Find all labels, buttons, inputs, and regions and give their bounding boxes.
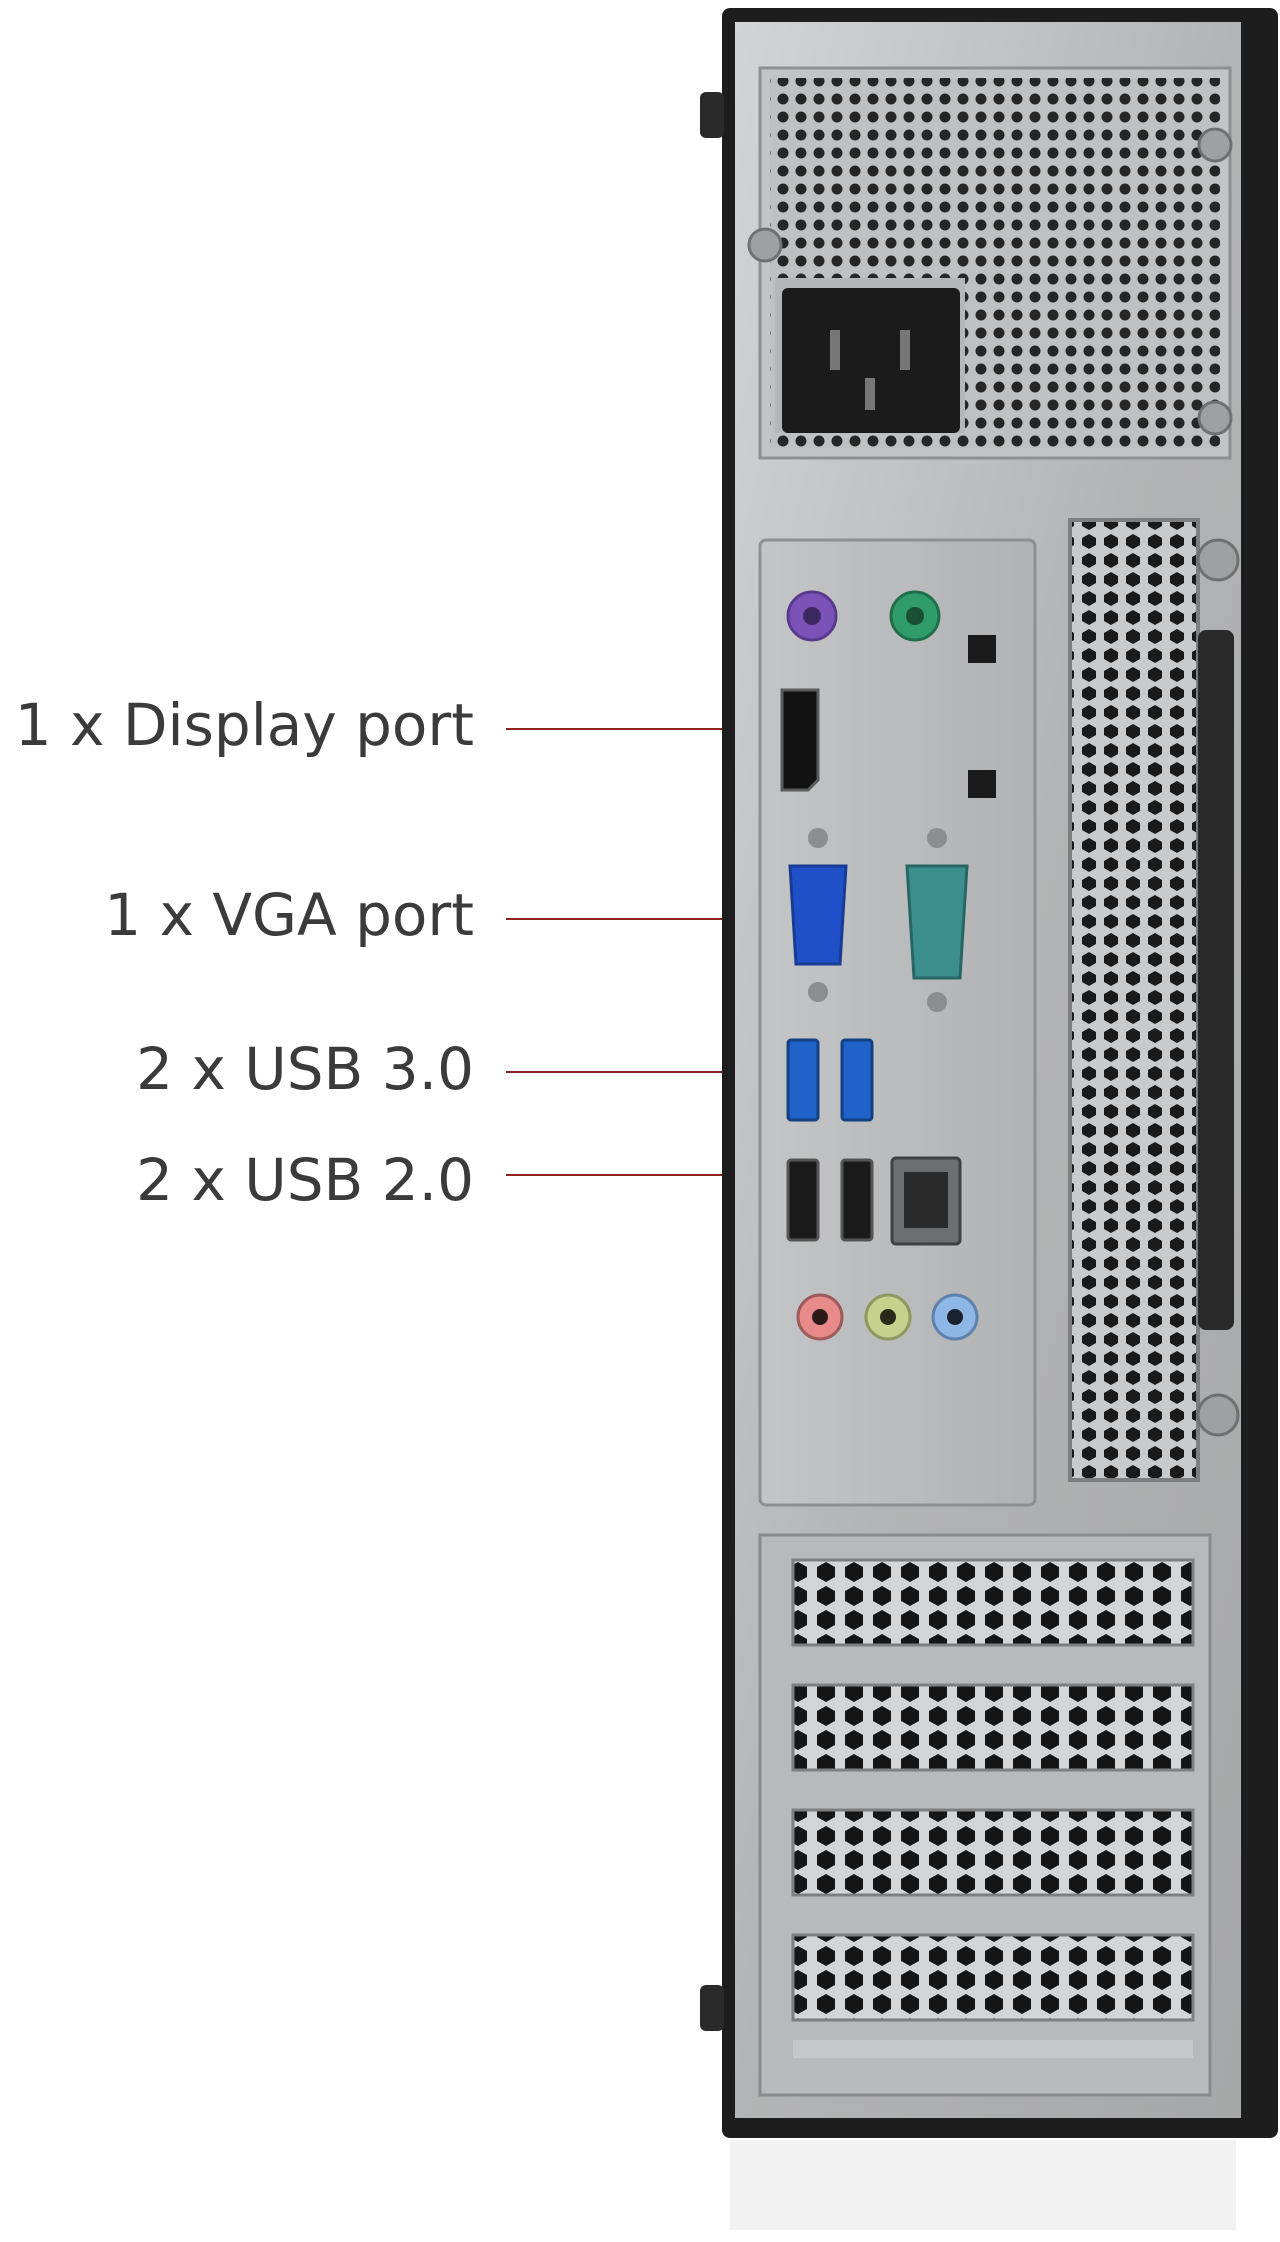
chassis-foot bbox=[700, 1985, 724, 2031]
expansion-slot-icon bbox=[791, 1933, 1195, 2022]
callout-vga-label: 1 x VGA port bbox=[104, 881, 474, 949]
callout-vga-leader bbox=[506, 918, 754, 920]
expansion-slot-icon bbox=[791, 1683, 1195, 1772]
callout-displayport-label: 1 x Display port bbox=[14, 691, 474, 759]
screw-icon bbox=[747, 227, 783, 263]
thumbscrew-icon bbox=[1196, 538, 1240, 582]
power-inlet-icon bbox=[782, 288, 960, 433]
io-cutout bbox=[968, 635, 996, 663]
chassis-foot bbox=[700, 92, 724, 138]
usb3-port-icon bbox=[786, 1038, 820, 1122]
screw-icon bbox=[1197, 400, 1233, 436]
vga-port-icon bbox=[788, 864, 848, 966]
callout-usb3-label: 2 x USB 3.0 bbox=[136, 1035, 474, 1103]
thumbscrew-icon bbox=[1196, 1393, 1240, 1437]
callout-displayport-leader bbox=[506, 728, 754, 730]
serial-port-icon bbox=[905, 864, 969, 980]
side-latch bbox=[1198, 630, 1234, 1330]
expansion-slots bbox=[758, 1533, 1212, 2097]
callout-usb2-leader bbox=[506, 1174, 754, 1176]
ventilation-grille-icon bbox=[1068, 518, 1200, 1482]
io-cutout bbox=[968, 770, 996, 798]
usb2-port-icon bbox=[786, 1158, 820, 1242]
expansion-slot-icon bbox=[791, 1558, 1195, 1647]
usb2-port-icon bbox=[840, 1158, 874, 1242]
io-shield bbox=[758, 538, 1037, 1507]
floor-reflection bbox=[730, 2140, 1236, 2230]
callout-usb2-label: 2 x USB 2.0 bbox=[136, 1146, 474, 1214]
callout-usb3-leader bbox=[506, 1071, 754, 1073]
screw-icon bbox=[1197, 127, 1233, 163]
displayport-icon bbox=[780, 688, 820, 792]
usb3-port-icon bbox=[840, 1038, 874, 1122]
expansion-slot-icon bbox=[791, 1808, 1195, 1897]
